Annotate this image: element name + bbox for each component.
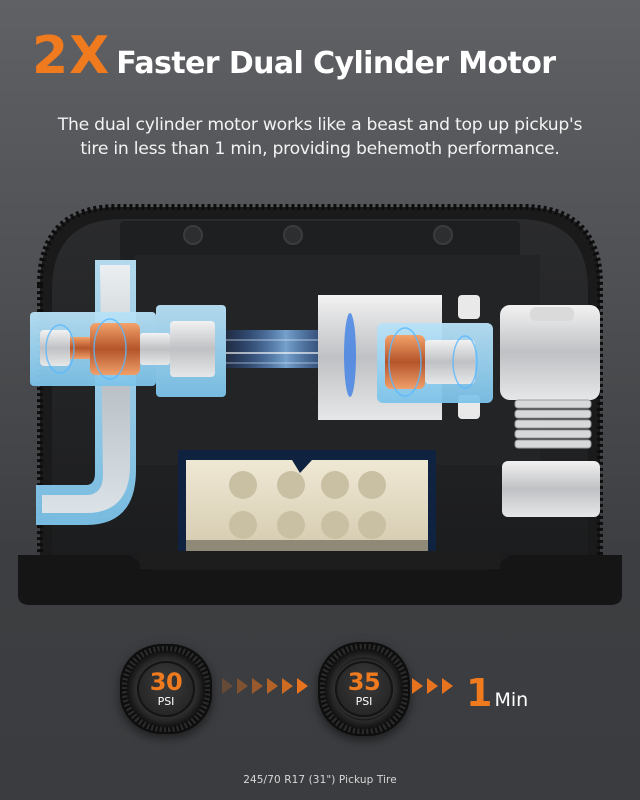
end-psi-value: 35 — [347, 668, 381, 696]
tire-end-hub: 35 PSI — [335, 661, 393, 717]
arrow-icon — [412, 678, 423, 694]
tire-end-icon: 35 PSI — [318, 642, 410, 736]
headline-accent: 2X — [32, 26, 111, 86]
arrow-icon — [282, 678, 293, 694]
start-psi-value: 30 — [149, 668, 183, 696]
arrow-icon — [252, 678, 263, 694]
start-psi-unit: PSI — [157, 695, 175, 708]
arrow-icon — [237, 678, 248, 694]
subtitle-line-1: The dual cylinder motor works like a bea… — [57, 115, 583, 135]
arrow-icon — [267, 678, 278, 694]
tire-start-icon: 30 PSI — [120, 644, 212, 734]
tire-size-caption: 245/70 R17 (31") Pickup Tire — [243, 774, 397, 786]
duration-unit: Min — [494, 689, 529, 711]
headline: 2X Faster Dual Cylinder Motor — [32, 26, 556, 86]
arrow-icon — [222, 678, 233, 694]
duration-value: 1 — [466, 671, 493, 715]
arrow-icon — [297, 678, 308, 694]
product-cutaway-image — [18, 204, 622, 605]
headline-title: Faster Dual Cylinder Motor — [116, 46, 556, 81]
arrow-icon — [442, 678, 453, 694]
arrow-icon — [427, 678, 438, 694]
progress-arrows-1 — [222, 678, 308, 694]
tire-start-hub: 30 PSI — [137, 661, 195, 717]
progress-arrows-2 — [412, 678, 453, 694]
end-psi-unit: PSI — [355, 695, 373, 708]
inflation-duration: 1 Min — [466, 674, 528, 712]
subtitle-line-2: tire in less than 1 min, providing behem… — [80, 139, 560, 159]
inflation-flow: 30 PSI 35 PSI 1 Min — [0, 636, 640, 746]
subtitle: The dual cylinder motor works like a bea… — [0, 113, 640, 161]
